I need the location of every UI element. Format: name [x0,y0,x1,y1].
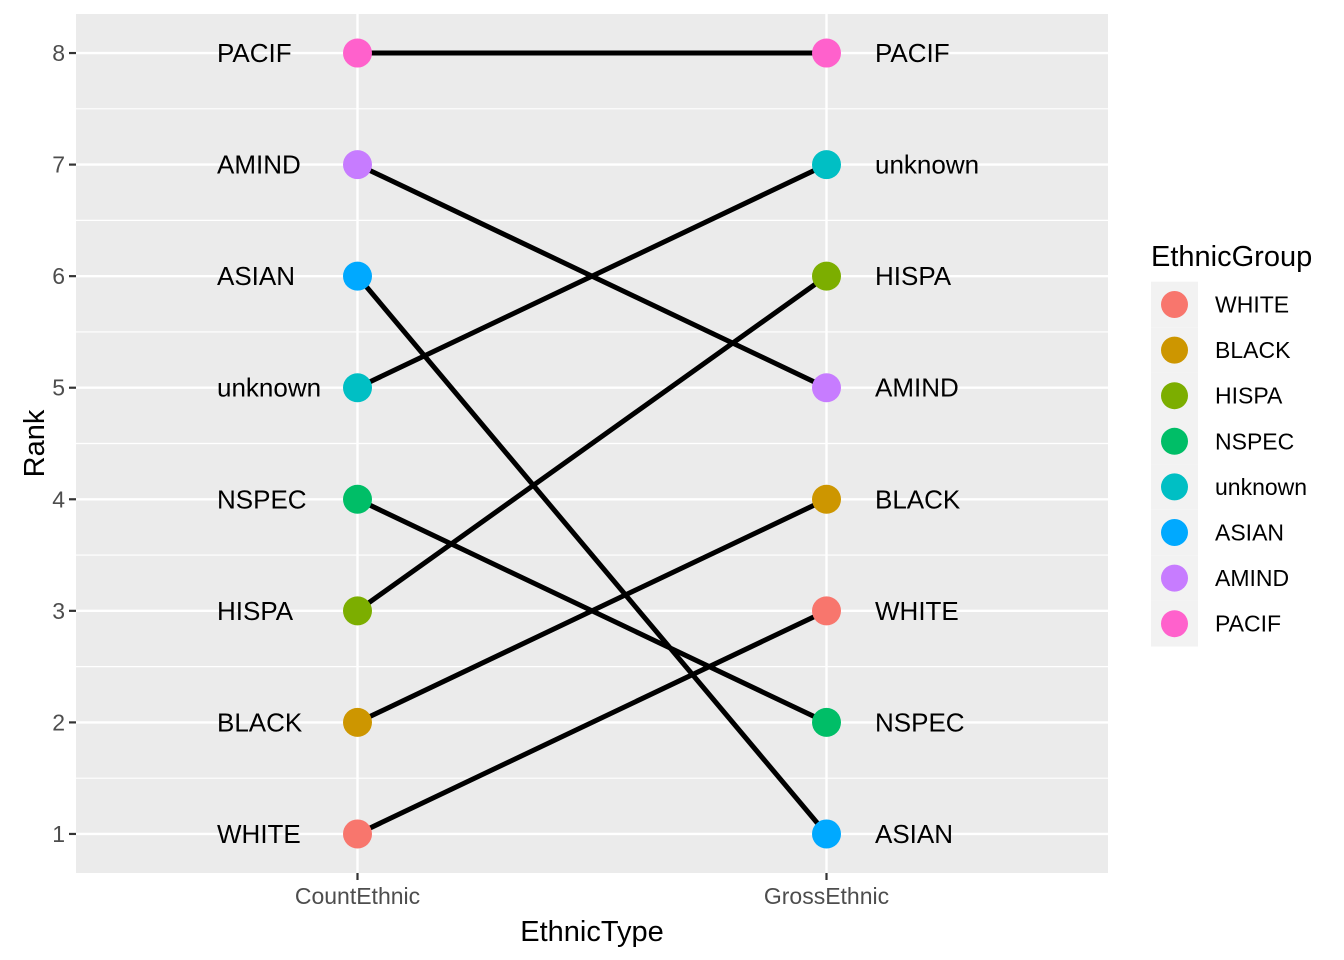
legend-swatch-unknown [1161,473,1188,501]
point-AMIND-CountEthnic [343,150,372,180]
point-HISPA-CountEthnic [343,596,372,626]
legend-swatch-NSPEC [1161,427,1188,455]
point-labels: WHITE WHITE BLACK BLACK HISPA HISPA NSPEC NSPEC… [217,38,979,849]
legend-swatch-ASIAN [1161,519,1188,546]
label-right-NSPEC: NSPEC [875,707,965,737]
label-right-unknown: unknown [875,150,979,180]
legend-label-PACIF: PACIF [1215,611,1281,637]
label-left-NSPEC: NSPEC [217,484,307,514]
x-tick-label: GrossEthnic [764,883,889,909]
point-PACIF-CountEthnic [343,38,372,68]
label-left-BLACK: BLACK [217,707,303,737]
y-tick-label: 7 [52,152,65,178]
legend-swatch-WHITE [1161,291,1188,318]
label-right-HISPA: HISPA [875,261,952,291]
y-axis-title: Rank [19,409,51,477]
legend-swatch-BLACK [1161,336,1188,364]
label-right-ASIAN: ASIAN [875,819,953,849]
legend: EthnicGroup WHITE BLACK HISPA NSPEC unknownA… [1151,241,1312,647]
legend-label-ASIAN: ASIAN [1215,520,1284,546]
point-BLACK-CountEthnic [343,707,372,737]
point-HISPA-GrossEthnic [812,261,841,291]
label-left-WHITE: WHITE [217,819,301,849]
slope-segments [355,50,829,837]
label-right-PACIF: PACIF [875,38,950,68]
legend-label-NSPEC: NSPEC [1215,428,1294,454]
label-right-AMIND: AMIND [875,373,959,403]
label-right-WHITE: WHITE [875,596,959,626]
legend-label-unknown: unknown [1215,474,1307,500]
segment-AMIND [356,162,828,390]
y-tick-label: 3 [52,598,65,624]
y-tick-label: 1 [52,821,65,847]
data-points [343,38,841,849]
point-ASIAN-CountEthnic [343,261,372,291]
label-left-PACIF: PACIF [217,38,292,68]
x-tick-label: CountEthnic [295,883,420,909]
point-unknown-CountEthnic [343,373,372,403]
label-left-HISPA: HISPA [217,596,294,626]
segment-ASIAN [355,274,829,836]
axis-tick-marks [69,51,828,880]
point-ASIAN-GrossEthnic [812,819,841,849]
legend-label-AMIND: AMIND [1215,565,1289,591]
point-BLACK-GrossEthnic [812,484,841,514]
point-PACIF-GrossEthnic [812,38,841,68]
legend-label-BLACK: BLACK [1215,337,1291,363]
segment-NSPEC [356,497,828,725]
label-left-unknown: unknown [217,373,321,403]
y-tick-label: 4 [52,486,65,512]
y-axis-tick-labels: 1 2 3 4 5 6 7 8 [52,40,65,847]
segment-HISPA [356,274,828,613]
legend-label-WHITE: WHITE [1215,292,1289,318]
point-WHITE-GrossEthnic [812,596,841,626]
legend-swatch-PACIF [1161,610,1188,638]
point-NSPEC-CountEthnic [343,484,372,514]
x-axis-title: EthnicType [520,916,663,948]
y-tick-label: 2 [52,709,65,735]
point-unknown-GrossEthnic [812,150,841,180]
segment-WHITE [356,608,828,837]
y-tick-label: 5 [52,375,65,401]
label-left-AMIND: AMIND [217,150,301,180]
y-tick-label: 6 [52,263,65,289]
point-WHITE-CountEthnic [343,819,372,849]
point-AMIND-GrossEthnic [812,373,841,403]
legend-title: EthnicGroup [1151,241,1312,273]
label-left-ASIAN: ASIAN [217,261,295,291]
legend-label-HISPA: HISPA [1215,383,1283,409]
legend-swatch-AMIND [1161,564,1188,592]
y-tick-label: 8 [52,40,65,66]
legend-swatch-HISPA [1161,382,1188,410]
point-NSPEC-GrossEthnic [812,707,841,737]
label-right-BLACK: BLACK [875,484,961,514]
x-axis-tick-labels: CountEthnic GrossEthnic [295,883,889,909]
